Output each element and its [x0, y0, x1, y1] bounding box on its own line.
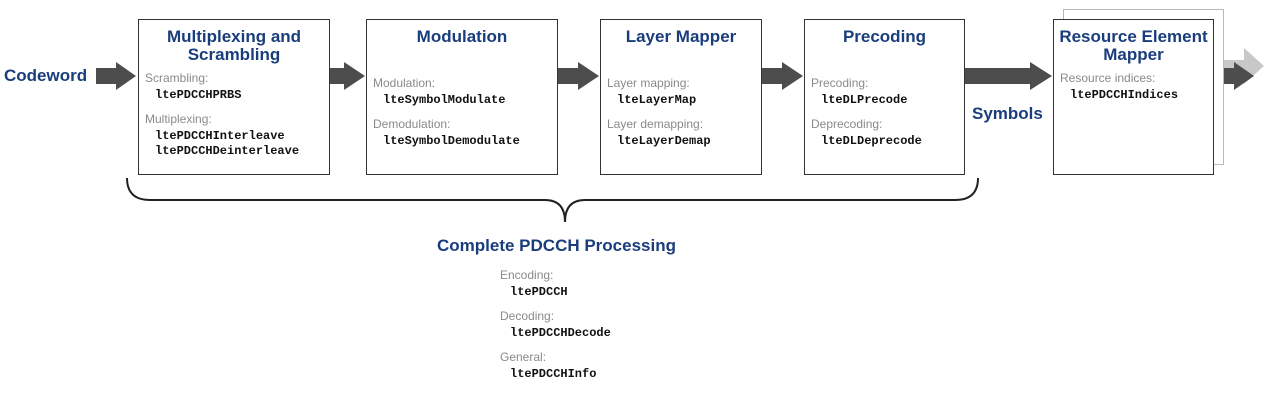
general-label: General:	[500, 350, 547, 364]
resource-mapper-block: Resource Element Mapper Resource indices…	[1053, 19, 1214, 175]
function-name: ltePDCCHDecode	[510, 326, 611, 340]
codeword-arrow	[96, 62, 136, 90]
mux-scrambling-block: Multiplexing and Scrambling Scrambling: …	[138, 19, 330, 175]
symbols-label: Symbols	[972, 104, 1043, 123]
function-name: ltePDCCHDeinterleave	[155, 144, 300, 158]
function-name: ltePDCCHInfo	[510, 367, 597, 381]
function-name: ltePDCCHIndices	[1070, 88, 1179, 102]
processing-brace	[126, 177, 979, 223]
demodulation-label: Demodulation:	[373, 117, 451, 131]
function-name: lteDLPrecode	[821, 93, 908, 107]
function-name: lteLayerMap	[617, 93, 697, 107]
codeword-label: Codeword	[4, 66, 88, 85]
arrow-layer-to-precoding	[762, 62, 803, 90]
modulation-block: Modulation Modulation: lteSymbolModulate…	[366, 19, 558, 175]
precoding-label: Precoding:	[811, 76, 869, 90]
function-name: lteLayerDemap	[617, 134, 711, 148]
layer-mapper-title: Layer Mapper	[625, 27, 737, 46]
mux-scrambling-title: Multiplexing and Scrambling	[166, 27, 302, 64]
resource-mapper-title: Resource Element Mapper	[1059, 27, 1208, 64]
modulation-title: Modulation	[416, 27, 508, 46]
modulation-label: Modulation:	[373, 76, 436, 90]
decoding-label: Decoding:	[500, 309, 555, 323]
arrow-modulation-to-layer	[558, 62, 599, 90]
layer-mapper-block: Layer Mapper Layer mapping: lteLayerMap …	[600, 19, 762, 175]
function-name: lteSymbolModulate	[383, 93, 506, 107]
encoding-label: Encoding:	[500, 268, 554, 282]
precoding-block: Precoding Precoding: lteDLPrecode Deprec…	[804, 19, 965, 175]
function-name: ltePDCCH	[510, 285, 568, 299]
layer-mapping-label: Layer mapping:	[607, 76, 690, 90]
output-arrow	[1214, 62, 1254, 90]
arrow-mux-to-modulation	[330, 62, 365, 90]
complete-processing-list: Encoding: ltePDCCH Decoding: ltePDCCHDec…	[500, 268, 760, 382]
function-name: lteDLDeprecode	[821, 134, 922, 148]
multiplexing-label: Multiplexing:	[145, 112, 212, 126]
arrow-precoding-to-resource	[965, 62, 1052, 90]
precoding-title: Precoding	[842, 27, 927, 46]
deprecoding-label: Deprecoding:	[811, 117, 883, 131]
resource-indices-label: Resource indices:	[1060, 71, 1156, 85]
function-name: lteSymbolDemodulate	[383, 134, 520, 148]
layer-demapping-label: Layer demapping:	[607, 117, 704, 131]
scrambling-label: Scrambling:	[145, 71, 209, 85]
function-name: ltePDCCHInterleave	[155, 129, 285, 143]
function-name: ltePDCCHPRBS	[155, 88, 242, 102]
complete-processing-title: Complete PDCCH Processing	[437, 236, 676, 255]
